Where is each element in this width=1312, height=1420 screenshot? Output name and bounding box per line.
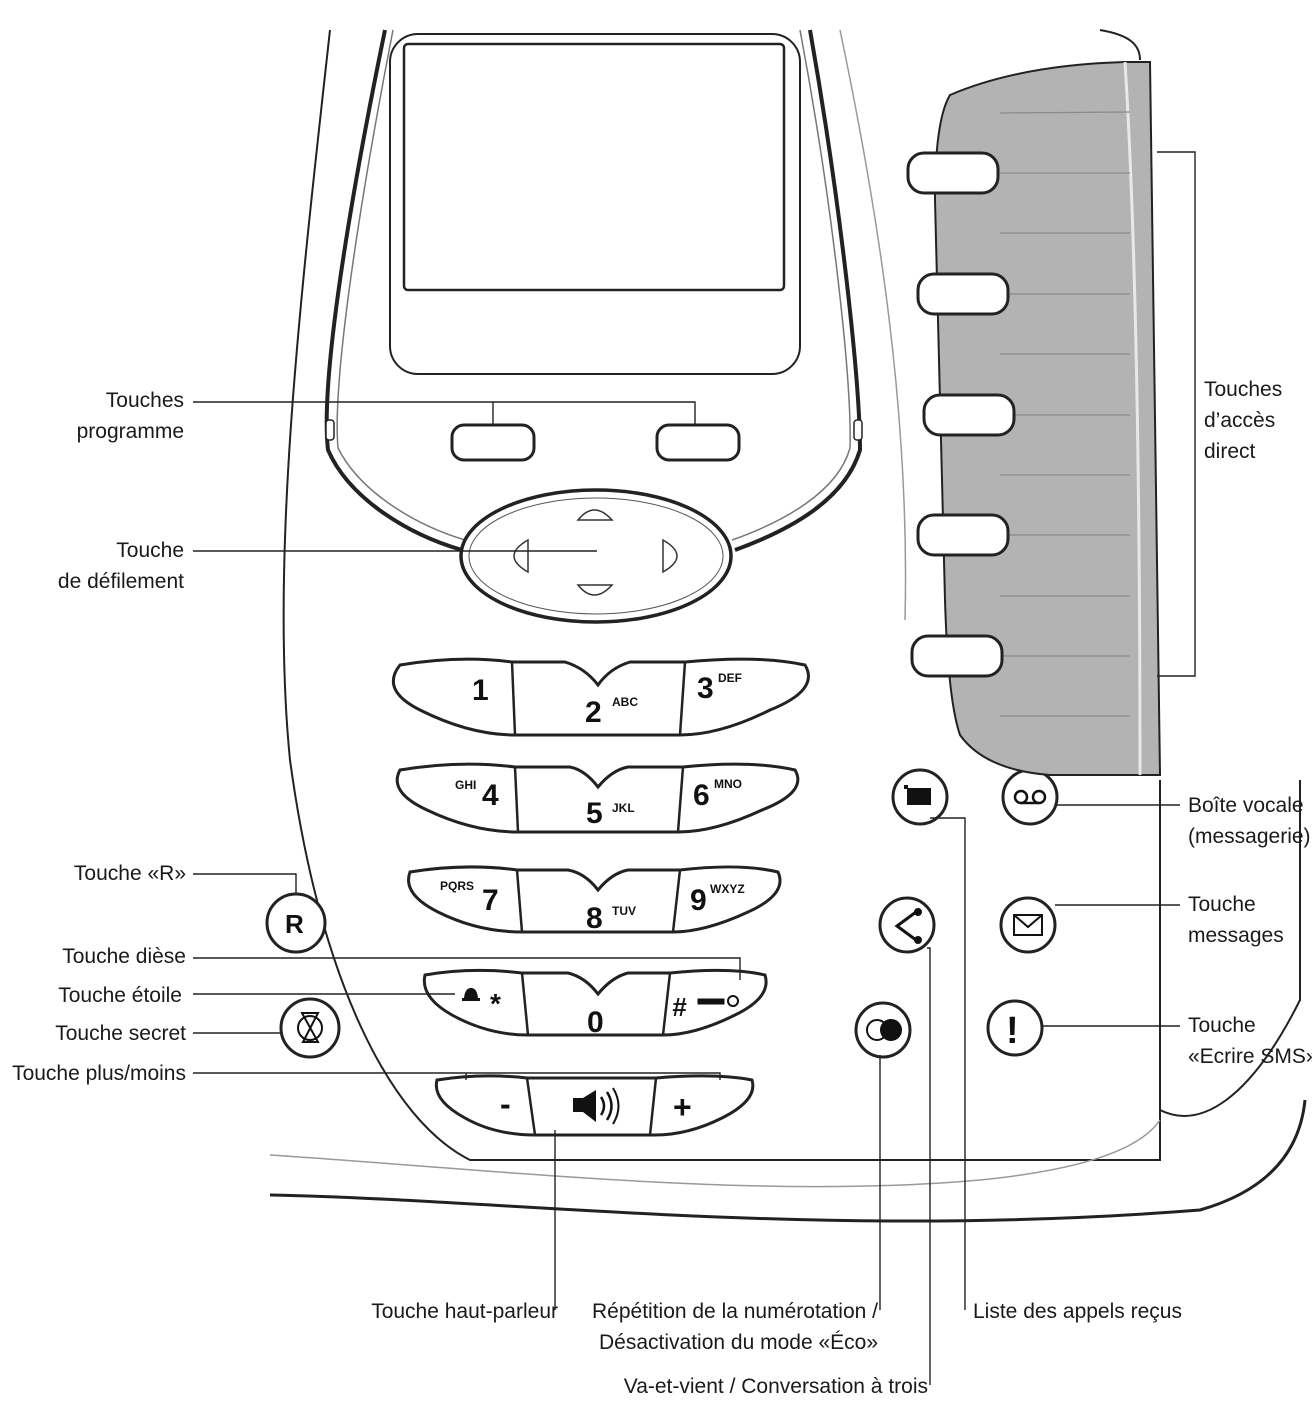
nav-pad[interactable] [459,488,733,624]
key-5-letters: JKL [612,801,635,815]
label-touche-haut-parleur: Touche haut-parleur [371,1300,558,1323]
key-7-letters: PQRS [440,879,474,893]
scroll-arrows-icon [513,509,678,596]
key-8-letters: TUV [612,904,636,918]
direct-key-4[interactable] [916,513,1010,557]
handset-ring [325,419,335,441]
label-line: Touche [116,539,184,562]
label-touche-diese: Touche dièse [62,945,186,968]
phone-top-right [1099,29,1141,61]
key-4-digit[interactable]: 4 [482,779,499,812]
key-9-digit[interactable]: 9 [690,884,707,917]
label-line: Touches [105,389,184,412]
key-8-digit[interactable]: 8 [586,902,603,935]
label-line: (messagerie) [1188,825,1311,848]
speaker-icon [573,1087,620,1125]
mute-icon [297,1012,323,1043]
label-touche-defilement: Touche de défilement [20,535,184,597]
transfer-icon [894,908,922,944]
direct-key-1[interactable] [906,151,1000,195]
key-1-digit[interactable]: 1 [472,674,489,707]
label-line: direct [1204,440,1256,463]
label-touche-r: Touche «R» [73,862,186,885]
key-7-digit[interactable]: 7 [482,884,499,917]
key-6-letters: MNO [714,777,742,791]
phone-inner-curve [269,1119,1161,1188]
key-0-digit[interactable]: 0 [587,1006,604,1039]
key-2-digit[interactable]: 2 [585,696,602,729]
direct-key-5[interactable] [910,634,1004,678]
transfer-key[interactable] [878,896,936,954]
key-star[interactable]: * [490,988,501,1019]
phone-right-edge [839,29,907,621]
label-line: de défilement [57,570,184,593]
key-4-letters: GHI [455,778,476,792]
label-line: Boîte vocale [1188,794,1304,817]
direct-key-2[interactable] [916,272,1010,316]
key-hash[interactable]: # [672,992,687,1022]
key-row-2 [395,762,800,834]
envelope-icon [1013,914,1043,936]
r-key-glyph: R [285,909,304,939]
label-touches-acces-direct: Touches d’accès direct [1204,374,1282,467]
direct-access-panel-edge [1123,61,1142,776]
direct-access-lines [999,111,1131,717]
label-touches-programme: Touches programme [40,385,184,447]
direct-key-3[interactable] [922,393,1016,437]
label-va-et-vient: Va-et-vient / Conversation à trois [623,1375,928,1398]
key-6-digit[interactable]: 6 [693,779,710,812]
label-line: Répétition de la numérotation / [591,1300,878,1323]
label-line: «Ecrire SMS» [1188,1045,1312,1068]
keypad [391,657,810,1137]
key-row-4 [422,968,768,1037]
key-row-1 [391,657,810,737]
label-line: Touche [1188,1014,1256,1037]
label-touche-secret: Touche secret [55,1022,186,1045]
key-plus[interactable]: + [673,1089,692,1125]
display-screen[interactable] [402,42,786,292]
key-icon [697,995,739,1007]
key-5-digit[interactable]: 5 [586,797,603,830]
leader-lines [193,151,1196,1385]
voicemail-key[interactable] [1001,768,1059,826]
nav-pad-inner [468,497,724,615]
soft-key-right[interactable] [655,423,741,462]
label-line: Touches [1204,378,1283,401]
label-line: programme [76,420,184,443]
label-touche-messages: Touche messages [1188,889,1284,951]
redial-icon [866,1019,902,1041]
key-2-letters: ABC [612,695,638,709]
label-line: d’accès [1204,409,1276,432]
soft-key-left[interactable] [450,423,536,462]
label-touche-ecrire-sms: Touche «Ecrire SMS» [1188,1010,1312,1072]
voicemail-icon [1013,789,1047,805]
label-touche-plus-moins: Touche plus/moins [12,1062,186,1085]
handset-inner [336,29,851,541]
key-row-3 [407,865,782,934]
label-line: messages [1188,924,1284,947]
label-repetition: Répétition de la numérotation / Désactiv… [555,1296,878,1358]
key-minus[interactable]: - [500,1086,511,1122]
label-line: Touche [1188,893,1256,916]
sms-key-glyph: ! [1006,1010,1019,1052]
phone-body-outline [282,29,1161,1161]
direct-access-keys [906,151,1016,678]
key-9-letters: WXYZ [710,882,745,896]
key-glyphs: 1 2 ABC 3 DEF GHI 4 5 JKL 6 MNO PQRS 7 8… [440,671,745,1125]
key-3-digit[interactable]: 3 [697,672,714,705]
label-liste-appels: Liste des appels reçus [973,1300,1182,1323]
label-touche-etoile: Touche étoile [58,984,182,1007]
phone-base-curve [269,1099,1307,1223]
bell-icon [462,988,480,1001]
call-list-icon [904,785,931,805]
phone-right-shell [1159,780,1301,1117]
messages-key[interactable] [999,896,1057,954]
label-line: Désactivation du mode «Éco» [599,1331,878,1354]
sms-key[interactable] [986,999,1044,1057]
handset-ring-right [853,419,863,441]
key-3-letters: DEF [718,671,742,685]
label-boite-vocale: Boîte vocale (messagerie) [1188,790,1311,852]
